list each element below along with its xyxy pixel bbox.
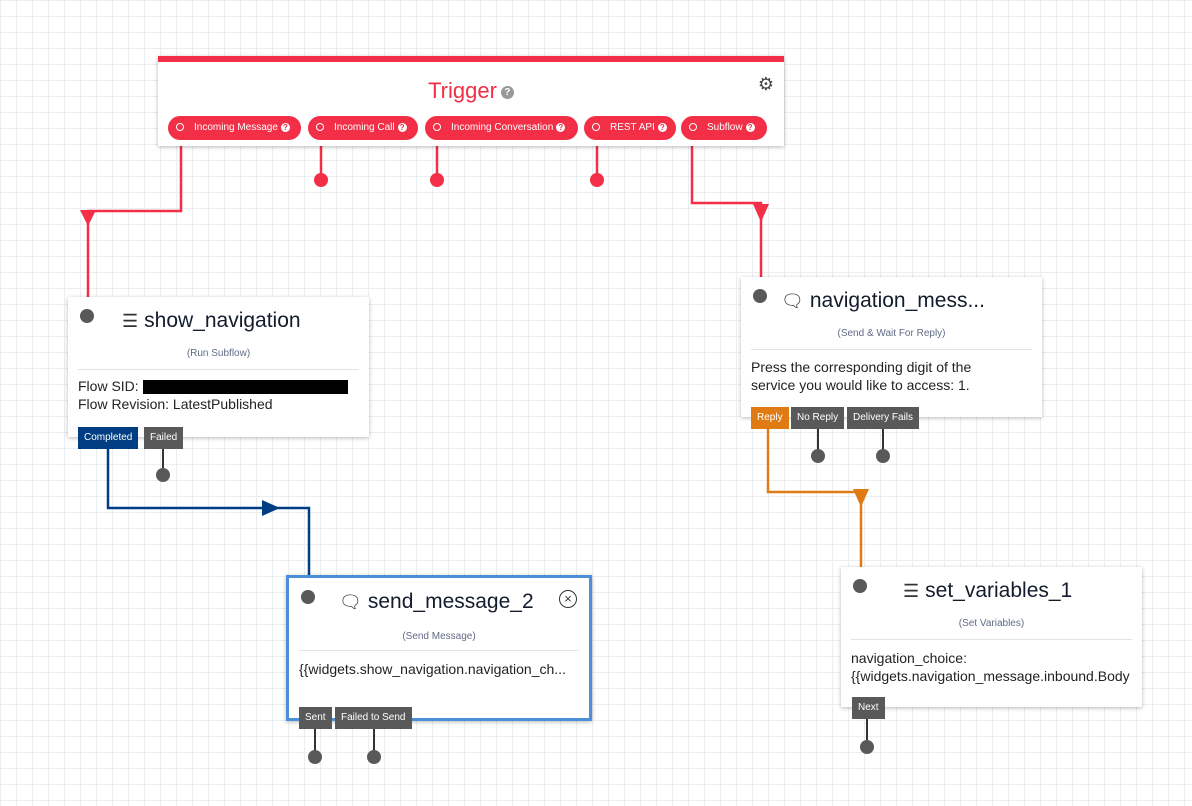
widget-send-message-2[interactable]: 🗨send_message_2 × (Send Message) {{widge…: [286, 575, 592, 721]
port-ring-icon: [592, 123, 600, 131]
output-port-end[interactable]: [860, 740, 874, 754]
trigger-stub-end[interactable]: [430, 173, 444, 187]
help-icon[interactable]: ?: [500, 85, 514, 99]
widget-title-text: set_variables_1: [925, 579, 1073, 602]
output-failed[interactable]: Failed: [144, 427, 184, 449]
port-ring-icon: [316, 123, 324, 131]
divider: [851, 639, 1132, 640]
widget-title-text: send_message_2: [367, 590, 534, 613]
wire-incoming-message-to-show-navigation[interactable]: [86, 134, 183, 300]
widget-type: (Run Subflow): [186, 348, 251, 359]
help-icon[interactable]: ?: [397, 122, 407, 132]
trigger-title-text: Trigger: [428, 78, 497, 103]
trigger-output-rest-api[interactable]: REST API?: [584, 116, 676, 140]
wire-completed-to-send-message-2[interactable]: [106, 449, 311, 590]
divider: [299, 650, 579, 651]
message-icon: 🗨: [339, 591, 362, 612]
trigger-stub-end[interactable]: [590, 173, 604, 187]
widget-type: (Set Variables): [958, 618, 1025, 629]
flow-sid-label: Flow SID:: [78, 378, 139, 394]
output-port-end[interactable]: [308, 750, 322, 764]
trigger-title: Trigger?: [158, 78, 784, 104]
message-icon: 🗨: [781, 290, 804, 311]
body-line: Press the corresponding digit of the: [751, 359, 972, 375]
widget-title: 🗨navigation_mess...: [781, 289, 985, 313]
divider: [751, 349, 1032, 350]
output-no-reply[interactable]: No Reply: [791, 407, 845, 429]
trigger-output-label: Incoming Call: [334, 122, 395, 133]
widget-type: (Send & Wait For Reply): [837, 328, 946, 339]
input-port[interactable]: [301, 590, 315, 604]
trigger-output-label: Subflow: [707, 122, 743, 133]
close-icon[interactable]: ×: [559, 590, 577, 608]
widget-title: ☰set_variables_1: [903, 579, 1072, 603]
output-next[interactable]: Next: [852, 697, 885, 719]
help-icon[interactable]: ?: [280, 122, 290, 132]
body-line: service you would like to access: 1.: [751, 377, 970, 393]
widget-type: (Send Message): [402, 631, 476, 642]
arrowhead: [853, 489, 869, 507]
redacted-flow-sid: [142, 380, 348, 395]
body-line: navigation_choice:: [851, 650, 967, 666]
output-port-end[interactable]: [876, 449, 890, 463]
help-icon[interactable]: ?: [657, 122, 667, 132]
widget-title: ☰show_navigation: [122, 309, 301, 333]
widget-title: 🗨send_message_2: [339, 590, 534, 614]
help-icon[interactable]: ?: [745, 122, 755, 132]
output-port-end[interactable]: [811, 449, 825, 463]
input-port[interactable]: [80, 309, 94, 323]
widget-title-text: navigation_mess...: [809, 289, 985, 312]
output-reply[interactable]: Reply: [751, 407, 789, 429]
wire-subflow-to-navigation-message[interactable]: [690, 134, 763, 280]
output-sent[interactable]: Sent: [299, 707, 332, 729]
port-ring-icon: [433, 123, 441, 131]
port-ring-icon: [176, 123, 184, 131]
body-line: {{widgets.navigation_message.inbound.Bod…: [851, 668, 1130, 684]
output-port-end[interactable]: [156, 468, 170, 482]
trigger-output-incoming-conversation[interactable]: Incoming Conversation?: [425, 116, 578, 140]
arrowhead: [262, 500, 280, 516]
arrowhead: [80, 210, 96, 226]
variables-icon: ☰: [903, 580, 920, 601]
output-delivery-fails[interactable]: Delivery Fails: [847, 407, 920, 429]
trigger-output-label: REST API: [610, 122, 655, 133]
divider: [78, 369, 359, 370]
help-icon[interactable]: ?: [556, 122, 566, 132]
subflow-icon: ☰: [122, 310, 139, 331]
trigger-widget[interactable]: Trigger? ⚙ Incoming Message? Incoming Ca…: [158, 56, 784, 146]
trigger-stub-end[interactable]: [314, 173, 328, 187]
widget-title-text: show_navigation: [144, 309, 301, 332]
trigger-output-label: Incoming Message: [194, 122, 278, 133]
widget-body: Press the corresponding digit of the ser…: [751, 358, 1036, 394]
wire-reply-to-set-variables-1[interactable]: [766, 429, 863, 580]
output-failed-to-send[interactable]: Failed to Send: [335, 707, 412, 729]
flow-revision: Flow Revision: LatestPublished: [78, 396, 273, 412]
widget-show-navigation[interactable]: ☰show_navigation (Run Subflow) Flow SID:…: [68, 297, 369, 437]
widget-body: Flow SID: Flow Revision: LatestPublished: [78, 377, 363, 413]
widget-body: {{widgets.show_navigation.navigation_ch.…: [299, 661, 566, 677]
trigger-output-incoming-call[interactable]: Incoming Call?: [308, 116, 418, 140]
port-ring-icon: [689, 123, 697, 131]
widget-navigation-message[interactable]: 🗨navigation_mess... (Send & Wait For Rep…: [741, 277, 1042, 417]
widget-set-variables-1[interactable]: ☰set_variables_1 (Set Variables) navigat…: [841, 567, 1142, 707]
arrowhead: [753, 204, 769, 222]
output-port-end[interactable]: [367, 750, 381, 764]
output-completed[interactable]: Completed: [78, 427, 139, 449]
gears-icon[interactable]: ⚙: [757, 74, 774, 94]
input-port[interactable]: [753, 289, 767, 303]
trigger-output-incoming-message[interactable]: Incoming Message?: [168, 116, 301, 140]
trigger-output-subflow[interactable]: Subflow?: [681, 116, 767, 140]
widget-body: navigation_choice: {{widgets.navigation_…: [851, 649, 1136, 685]
input-port[interactable]: [853, 579, 867, 593]
trigger-output-label: Incoming Conversation: [451, 122, 554, 133]
